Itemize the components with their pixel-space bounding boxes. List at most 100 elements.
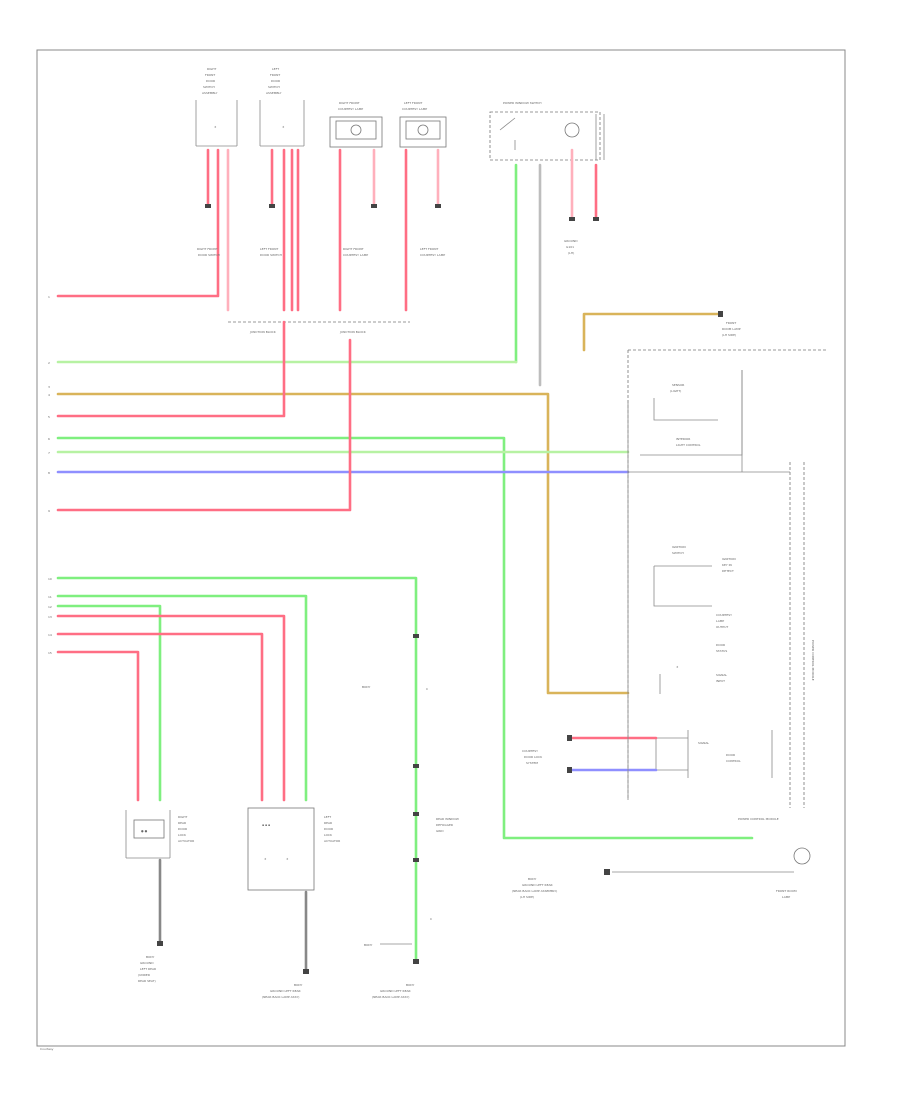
svg-text:C: C — [426, 687, 428, 691]
svg-text:OUTPUT: OUTPUT — [716, 625, 728, 629]
svg-text:DOOR: DOOR — [324, 827, 333, 831]
top-drop-wires: RIGHT FRONT DOOR SWITCH LEFT FRONT DOOR … — [197, 148, 599, 387]
svg-text:(LH): (LH) — [568, 251, 574, 255]
svg-text:SENSOR: SENSOR — [672, 383, 684, 387]
svg-text:FRONT: FRONT — [270, 73, 280, 77]
svg-text:(LIGHT): (LIGHT) — [670, 389, 681, 393]
svg-text:GROUND LEFT REAR: GROUND LEFT REAR — [270, 989, 301, 993]
svg-text:LEFT FRONT: LEFT FRONT — [260, 247, 278, 251]
svg-text:IGNITION: IGNITION — [672, 545, 686, 549]
svg-text:DEFOGGER: DEFOGGER — [436, 823, 453, 827]
svg-text:ACTUATOR: ACTUATOR — [324, 839, 340, 843]
svg-text:JUNCTION BLOCK: JUNCTION BLOCK — [339, 330, 367, 334]
svg-text:1: 1 — [48, 295, 50, 299]
lower-bus-wires: 10 11 12 13 14 15 — [48, 576, 418, 962]
svg-text:LEFT FRONT: LEFT FRONT — [420, 247, 438, 251]
svg-text:LEFT: LEFT — [272, 67, 279, 71]
svg-text:(LH SIDE): (LH SIDE) — [520, 895, 534, 899]
svg-text:LEFT REAR: LEFT REAR — [140, 967, 156, 971]
svg-text:BODY: BODY — [364, 943, 373, 947]
junction-block: JUNCTION BLOCK JUNCTION BLOCK — [228, 321, 410, 334]
svg-text:POWER CONTROL MODULE: POWER CONTROL MODULE — [738, 817, 779, 821]
svg-text:POWER CONTROL MODULE: POWER CONTROL MODULE — [811, 640, 815, 681]
svg-text:✶: ✶ — [286, 857, 289, 861]
svg-text:DOOR: DOOR — [206, 79, 215, 83]
svg-text:4: 4 — [48, 393, 50, 397]
svg-text:SYSTEM: SYSTEM — [526, 761, 538, 765]
power-window-switch: POWER WINDOW SWITCH GROUND G101 (LH) — [489, 101, 605, 255]
svg-text:RIGHT: RIGHT — [178, 815, 188, 819]
svg-text:FRONT: FRONT — [205, 73, 215, 77]
svg-text:ASSEMBLY: ASSEMBLY — [266, 91, 282, 95]
svg-text:DOOR SWITCH: DOOR SWITCH — [198, 253, 220, 257]
svg-text:12: 12 — [48, 605, 52, 609]
svg-text:DOOR SWITCH: DOOR SWITCH — [260, 253, 282, 257]
svg-text:REAR SEAT): REAR SEAT) — [138, 979, 156, 983]
svg-text:ACTUATOR: ACTUATOR — [178, 839, 194, 843]
svg-text:(UNDER: (UNDER — [138, 973, 150, 977]
svg-text:SIGNAL: SIGNAL — [698, 741, 709, 745]
svg-text:SWITCH: SWITCH — [268, 85, 280, 89]
svg-text:DOOR: DOOR — [716, 643, 725, 647]
svg-text:LAMP: LAMP — [782, 895, 790, 899]
svg-text:BODY: BODY — [146, 955, 155, 959]
svg-text:DOOR LOCK: DOOR LOCK — [524, 755, 543, 759]
svg-text:COURTESY: COURTESY — [522, 749, 538, 753]
svg-text:14: 14 — [48, 633, 52, 637]
power-control-module: FRONT ROOM LAMP (LH SIDE) SENSOR (LIGHT)… — [582, 311, 826, 808]
svg-text:INPUT: INPUT — [716, 679, 725, 683]
diagram-frame — [36, 49, 846, 1047]
svg-text:G101: G101 — [566, 245, 574, 249]
svg-text:LEFT: LEFT — [324, 815, 331, 819]
svg-text:GRID: GRID — [436, 829, 444, 833]
svg-text:13: 13 — [48, 615, 52, 619]
svg-text:DETECT: DETECT — [722, 569, 734, 573]
svg-text:REAR: REAR — [324, 821, 332, 825]
svg-text:● ●: ● ● — [141, 829, 148, 833]
svg-text:10: 10 — [48, 577, 52, 581]
svg-text:LIGHT CONTROL: LIGHT CONTROL — [676, 443, 701, 447]
svg-text:2: 2 — [48, 361, 50, 365]
svg-text:GROUND: GROUND — [140, 961, 154, 965]
svg-text:REAR WINDOW: REAR WINDOW — [436, 817, 459, 821]
svg-text:11: 11 — [48, 595, 52, 599]
svg-text:GROUND: GROUND — [564, 239, 578, 243]
svg-text:LAMP: LAMP — [716, 619, 724, 623]
svg-text:✶: ✶ — [264, 857, 267, 861]
svg-text:(NEAR BACK LAMP ASSY): (NEAR BACK LAMP ASSY) — [372, 995, 409, 999]
svg-text:5: 5 — [48, 415, 50, 419]
svg-text:STATUS: STATUS — [716, 649, 727, 653]
svg-text:✶: ✶ — [676, 665, 679, 669]
svg-text:COURTESY LAMP: COURTESY LAMP — [343, 253, 368, 257]
svg-text:RIGHT FRONT: RIGHT FRONT — [339, 101, 360, 105]
lf-courtesy-lamp: LEFT FRONT COURTESY LAMP — [399, 101, 447, 148]
rf-courtesy-lamp: RIGHT FRONT COURTESY LAMP — [329, 101, 383, 148]
left-rear-door-lock: ● ● RIGHT REAR DOOR LOCK ACTUATOR BODY G… — [125, 810, 194, 983]
svg-text:COURTESY LAMP: COURTESY LAMP — [420, 253, 445, 257]
svg-text:SWITCH: SWITCH — [203, 85, 215, 89]
svg-text:COURTESY: COURTESY — [716, 613, 732, 617]
svg-text:FRONT: FRONT — [726, 321, 736, 325]
svg-text:8: 8 — [48, 471, 50, 475]
center-harness: BODY C REAR WINDOW DEFOGGER GRID BODY C … — [362, 634, 459, 999]
svg-text:LOCK: LOCK — [178, 833, 187, 837]
front-room-lamp: POWER CONTROL MODULE BODY GROUND LEFT RE… — [512, 817, 811, 899]
svg-text:15: 15 — [48, 651, 52, 655]
svg-text:KEY IN: KEY IN — [722, 563, 732, 567]
page-ref-label: Courtesy — [40, 1047, 54, 1051]
svg-text:✶: ✶ — [282, 125, 285, 129]
module-input-stubs: COURTESY DOOR LOCK SYSTEM — [522, 735, 658, 773]
rf-door-switch: RIGHT FRONT DOOR SWITCH ASSEMBLY ✶ — [195, 67, 238, 147]
svg-text:▪ ▪ ▪: ▪ ▪ ▪ — [262, 823, 270, 827]
svg-text:✶: ✶ — [214, 125, 217, 129]
svg-text:LEFT FRONT: LEFT FRONT — [404, 101, 422, 105]
svg-text:(NEAR BACK LAMP ASSEMBLY): (NEAR BACK LAMP ASSEMBLY) — [512, 889, 557, 893]
svg-text:LOCK: LOCK — [324, 833, 333, 837]
module-vertical-wires — [627, 370, 743, 800]
svg-text:DOOR: DOOR — [726, 753, 735, 757]
svg-text:7: 7 — [48, 451, 50, 455]
svg-text:6: 6 — [48, 437, 50, 441]
svg-text:GROUND LEFT REAR: GROUND LEFT REAR — [380, 989, 411, 993]
svg-text:RIGHT: RIGHT — [207, 67, 217, 71]
